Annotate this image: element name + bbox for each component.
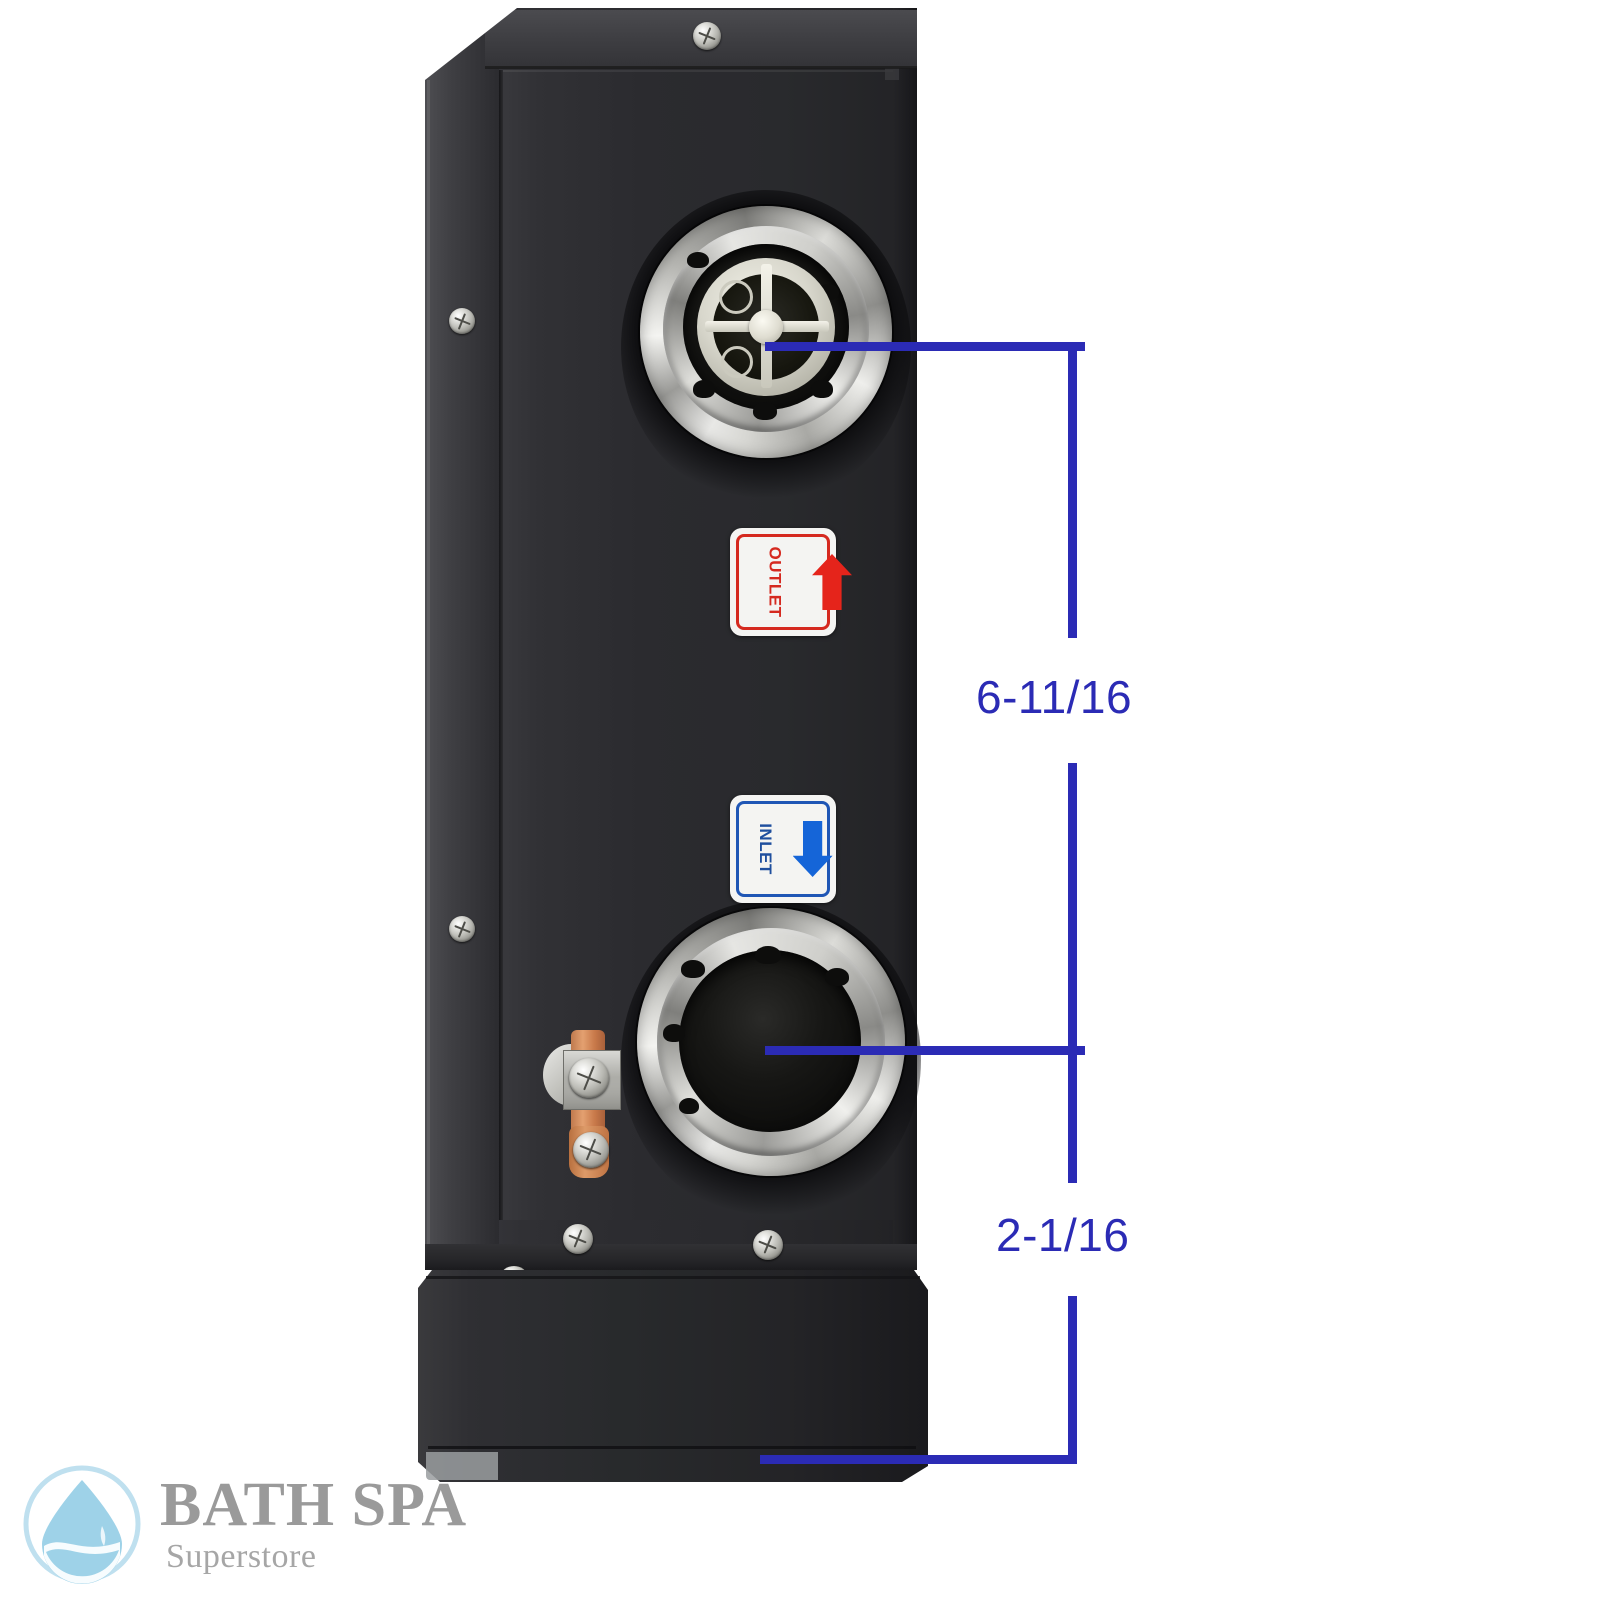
inlet-label-text: INLET	[755, 823, 775, 875]
base-foot-pad	[426, 1452, 498, 1480]
outlet-insert-hub	[749, 310, 783, 344]
dimension-leader-base	[760, 1455, 1077, 1464]
inlet-tab-3	[825, 968, 849, 986]
ground-lug-assembly	[533, 1022, 643, 1182]
screw-top-center	[693, 22, 721, 50]
outlet-insert-arc-upper	[719, 280, 753, 314]
brand-name: BATH SPA	[160, 1471, 468, 1539]
dimension-leader-inlet	[765, 1046, 1085, 1055]
arrow-up-icon	[812, 554, 852, 610]
inlet-tab-5	[679, 1098, 699, 1114]
ground-lug-screw-lower	[573, 1132, 609, 1168]
unit-left-frame-strip	[425, 8, 499, 1270]
outlet-tab-3	[693, 380, 715, 398]
outlet-label-frame: OUTLET	[736, 534, 852, 630]
outlet-label: OUTLET	[730, 528, 852, 636]
dimension-value-6-11-16: 6-11/16	[976, 671, 1133, 723]
brand-watermark: BATH SPA Superstore	[18, 1452, 538, 1592]
base-bottom-seam	[428, 1446, 916, 1449]
dimension-value-2-1-16: 2-1/16	[996, 1209, 1130, 1261]
dimension-line-6-11-16-lower	[1068, 763, 1077, 1183]
screw-bottom-left	[563, 1224, 593, 1254]
outlet-tab-5	[811, 380, 833, 398]
outlet-tab-1	[687, 252, 709, 268]
dimension-line-6-11-16-upper	[1068, 342, 1077, 638]
inlet-label: INLET	[730, 795, 836, 903]
base-block	[418, 1270, 928, 1482]
ground-lug-screw-upper	[569, 1058, 609, 1098]
outlet-insert-arc-lower	[721, 346, 753, 378]
brand-tagline: Superstore	[166, 1538, 317, 1575]
inlet-label-frame: INLET	[736, 801, 833, 897]
left-strip-highlight	[427, 80, 430, 1265]
dimension-leader-outlet	[765, 342, 1085, 351]
panel-seam-groove	[499, 70, 503, 1220]
outlet-tab-4	[753, 402, 777, 420]
screw-left-lower	[449, 916, 475, 942]
inlet-tab-1	[681, 960, 705, 978]
unit-top-bevel-edge	[485, 66, 917, 69]
water-heater-unit: OUTLET INLET	[425, 8, 921, 1286]
inlet-tab-2	[755, 946, 781, 964]
inlet-tab-4	[663, 1024, 685, 1042]
arrow-down-icon	[792, 821, 833, 877]
unit-base-plinth	[418, 1270, 928, 1482]
base-top-seam	[426, 1276, 920, 1279]
unit-bottom-lip	[425, 1244, 917, 1270]
screw-bottom-right	[753, 1230, 783, 1260]
dimension-line-2-1-16-lower	[1068, 1296, 1077, 1462]
outlet-label-text: OUTLET	[765, 546, 785, 618]
screw-left-upper	[449, 308, 475, 334]
water-droplet-icon	[18, 1460, 146, 1588]
